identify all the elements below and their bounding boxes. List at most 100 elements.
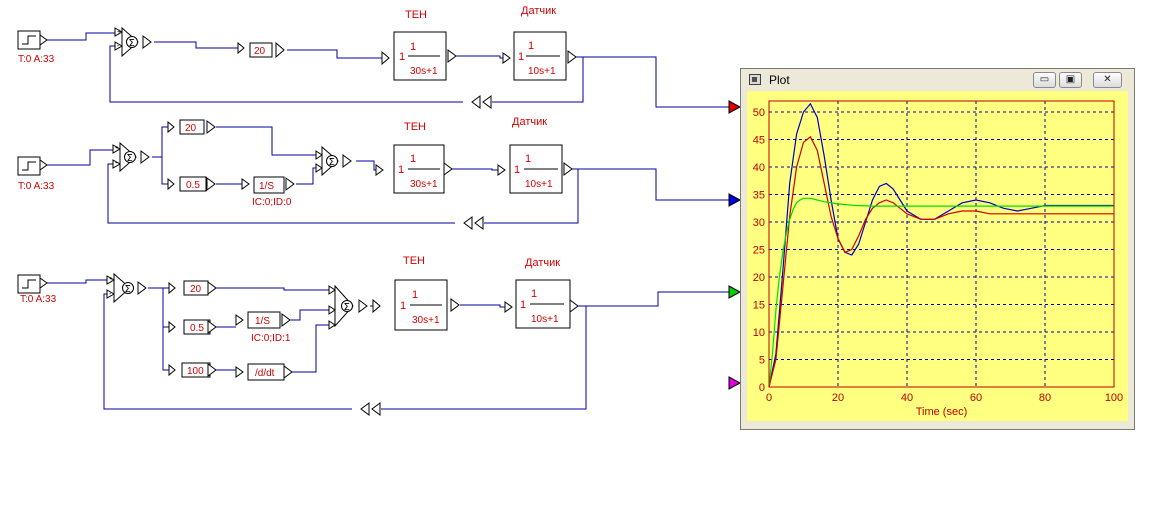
y-tick-label: 40 bbox=[753, 162, 765, 174]
plot-titlebar[interactable]: Plot ▭ ▣ ✕ bbox=[741, 69, 1134, 91]
gain-block-3c[interactable]: 100 bbox=[168, 362, 217, 378]
gain-block-2b[interactable]: 0.5 bbox=[167, 176, 216, 192]
derivative-label: /d/dt bbox=[255, 368, 275, 379]
plant-numerator: 1 bbox=[412, 289, 418, 301]
y-tick-label: 10 bbox=[753, 327, 765, 339]
y-tick-label: 15 bbox=[753, 300, 765, 312]
plant-denominator: 30s+1 bbox=[410, 179, 438, 190]
plant-numerator: 1 bbox=[410, 41, 416, 53]
gain-value: 20 bbox=[190, 284, 202, 295]
gain-value: 0.5 bbox=[186, 180, 200, 191]
gain-value: 20 bbox=[254, 46, 266, 57]
sensor-numerator: 1 bbox=[525, 153, 531, 165]
plant-transfer-fn-1[interactable]: 1 1 30s+1 bbox=[381, 31, 457, 81]
scope-port-magenta[interactable] bbox=[728, 376, 742, 390]
sum-block-3b[interactable]: Σ bbox=[328, 284, 368, 330]
series-line-1 bbox=[768, 135, 1114, 388]
sensor-denominator: 10s+1 bbox=[528, 66, 556, 77]
y-tick-label: 25 bbox=[753, 245, 765, 257]
integrator-label: 1/S bbox=[259, 181, 274, 192]
gain-block-3b[interactable]: 0.5 bbox=[168, 319, 217, 335]
plant-transfer-fn-2[interactable]: 1 1 30s+1 bbox=[375, 144, 453, 194]
plant-numerator: 1 bbox=[410, 153, 416, 165]
feedback-arrows-1 bbox=[471, 95, 492, 109]
sensor-title-2: Датчик bbox=[512, 116, 547, 128]
gain-value: 100 bbox=[187, 366, 204, 377]
sensor-lead: 1 bbox=[514, 164, 520, 176]
step-source-2-label: T:0 A:33 bbox=[18, 181, 55, 192]
step-source-2[interactable] bbox=[17, 156, 48, 176]
sensor-transfer-fn-2[interactable]: 1 1 10s+1 bbox=[497, 144, 573, 194]
row-3-pid-controller: T:0 A:33 Σ + - 20 0.5 100 bbox=[17, 255, 732, 416]
sensor-numerator: 1 bbox=[528, 40, 534, 52]
svg-text:+: + bbox=[109, 276, 113, 283]
sensor-numerator: 1 bbox=[531, 288, 537, 300]
scope-port-red[interactable] bbox=[728, 100, 742, 114]
sum-block-3[interactable]: Σ + - bbox=[106, 272, 147, 304]
feedback-arrows-2 bbox=[463, 216, 484, 230]
gain-block-3a[interactable]: 20 bbox=[168, 280, 217, 296]
gain-value: 0.5 bbox=[190, 323, 204, 334]
sum-symbol: Σ bbox=[125, 284, 131, 295]
y-tick-label: 30 bbox=[753, 217, 765, 229]
sensor-title-1: Датчик bbox=[521, 5, 556, 17]
scope-port-green[interactable] bbox=[728, 285, 742, 299]
y-tick-label: 50 bbox=[753, 107, 765, 119]
maximize-button[interactable]: ▣ bbox=[1059, 72, 1082, 88]
integrator-note-2: IC:0;ID:0 bbox=[252, 197, 292, 208]
y-tick-label: 0 bbox=[759, 382, 765, 394]
y-tick-label: 35 bbox=[753, 190, 765, 202]
plant-lead: 1 bbox=[400, 300, 406, 312]
y-tick-label: 20 bbox=[753, 272, 765, 284]
integrator-block-2[interactable]: 1/S bbox=[241, 176, 295, 194]
scope-input-ports bbox=[728, 100, 742, 390]
gain-value: 20 bbox=[185, 123, 197, 134]
row-1-p-controller: T:0 A:33 Σ + - 20 ТЕН 1 1 30s+1 bbox=[17, 5, 732, 109]
step-source-3-label: T:0 A:33 bbox=[20, 294, 57, 305]
scope-port-blue[interactable] bbox=[728, 193, 742, 207]
svg-text:-: - bbox=[117, 43, 120, 50]
minimize-button[interactable]: ▭ bbox=[1033, 72, 1056, 88]
y-tick-label: 5 bbox=[759, 355, 765, 367]
x-tick-label: 20 bbox=[832, 392, 844, 404]
y-tick-label: 45 bbox=[753, 135, 765, 147]
row-2-pi-controller: T:0 A:33 Σ + - 20 0.5 1/S bbox=[17, 116, 732, 230]
x-tick-label: 100 bbox=[1105, 392, 1123, 404]
close-button[interactable]: ✕ bbox=[1093, 72, 1122, 88]
plot-area-background bbox=[747, 91, 1128, 421]
sum-block-1[interactable]: Σ + - bbox=[114, 26, 152, 58]
sum-symbol: Σ bbox=[127, 153, 133, 164]
plot-window-title: Plot bbox=[769, 73, 790, 87]
sum-block-2b[interactable]: Σ bbox=[315, 145, 352, 177]
gain-block-2a[interactable]: 20 bbox=[167, 119, 216, 135]
x-axis-label: Time (sec) bbox=[916, 406, 968, 418]
sum-block-2[interactable]: Σ + - bbox=[112, 141, 150, 173]
integrator-block-3[interactable]: 1/S bbox=[235, 311, 291, 329]
svg-text:-: - bbox=[109, 291, 112, 298]
plant-transfer-fn-3[interactable]: 1 1 30s+1 bbox=[372, 279, 460, 331]
gain-block-1[interactable]: 20 bbox=[237, 41, 285, 59]
plot-app-icon bbox=[749, 74, 761, 85]
plant-denominator: 30s+1 bbox=[412, 315, 440, 326]
derivative-block-3[interactable]: /d/dt bbox=[235, 363, 293, 381]
sum-symbol: Σ bbox=[344, 302, 350, 313]
plant-lead: 1 bbox=[398, 164, 404, 176]
x-tick-label: 80 bbox=[1039, 392, 1051, 404]
series-line-0 bbox=[768, 102, 1114, 388]
svg-text:+: + bbox=[115, 145, 119, 152]
step-source-3[interactable] bbox=[17, 274, 48, 294]
plot-series bbox=[768, 102, 1114, 388]
svg-text:+: + bbox=[117, 29, 121, 36]
plot-frame bbox=[768, 100, 1115, 388]
sensor-transfer-fn-3[interactable]: 1 1 10s+1 bbox=[504, 279, 579, 329]
sensor-transfer-fn-1[interactable]: 1 1 10s+1 bbox=[502, 31, 577, 81]
step-source-1-label: T:0 A:33 bbox=[18, 54, 55, 65]
plant-title-2: ТЕН bbox=[404, 121, 426, 133]
step-source-1[interactable] bbox=[17, 30, 48, 50]
sensor-lead: 1 bbox=[518, 51, 524, 63]
sensor-lead: 1 bbox=[520, 299, 526, 311]
